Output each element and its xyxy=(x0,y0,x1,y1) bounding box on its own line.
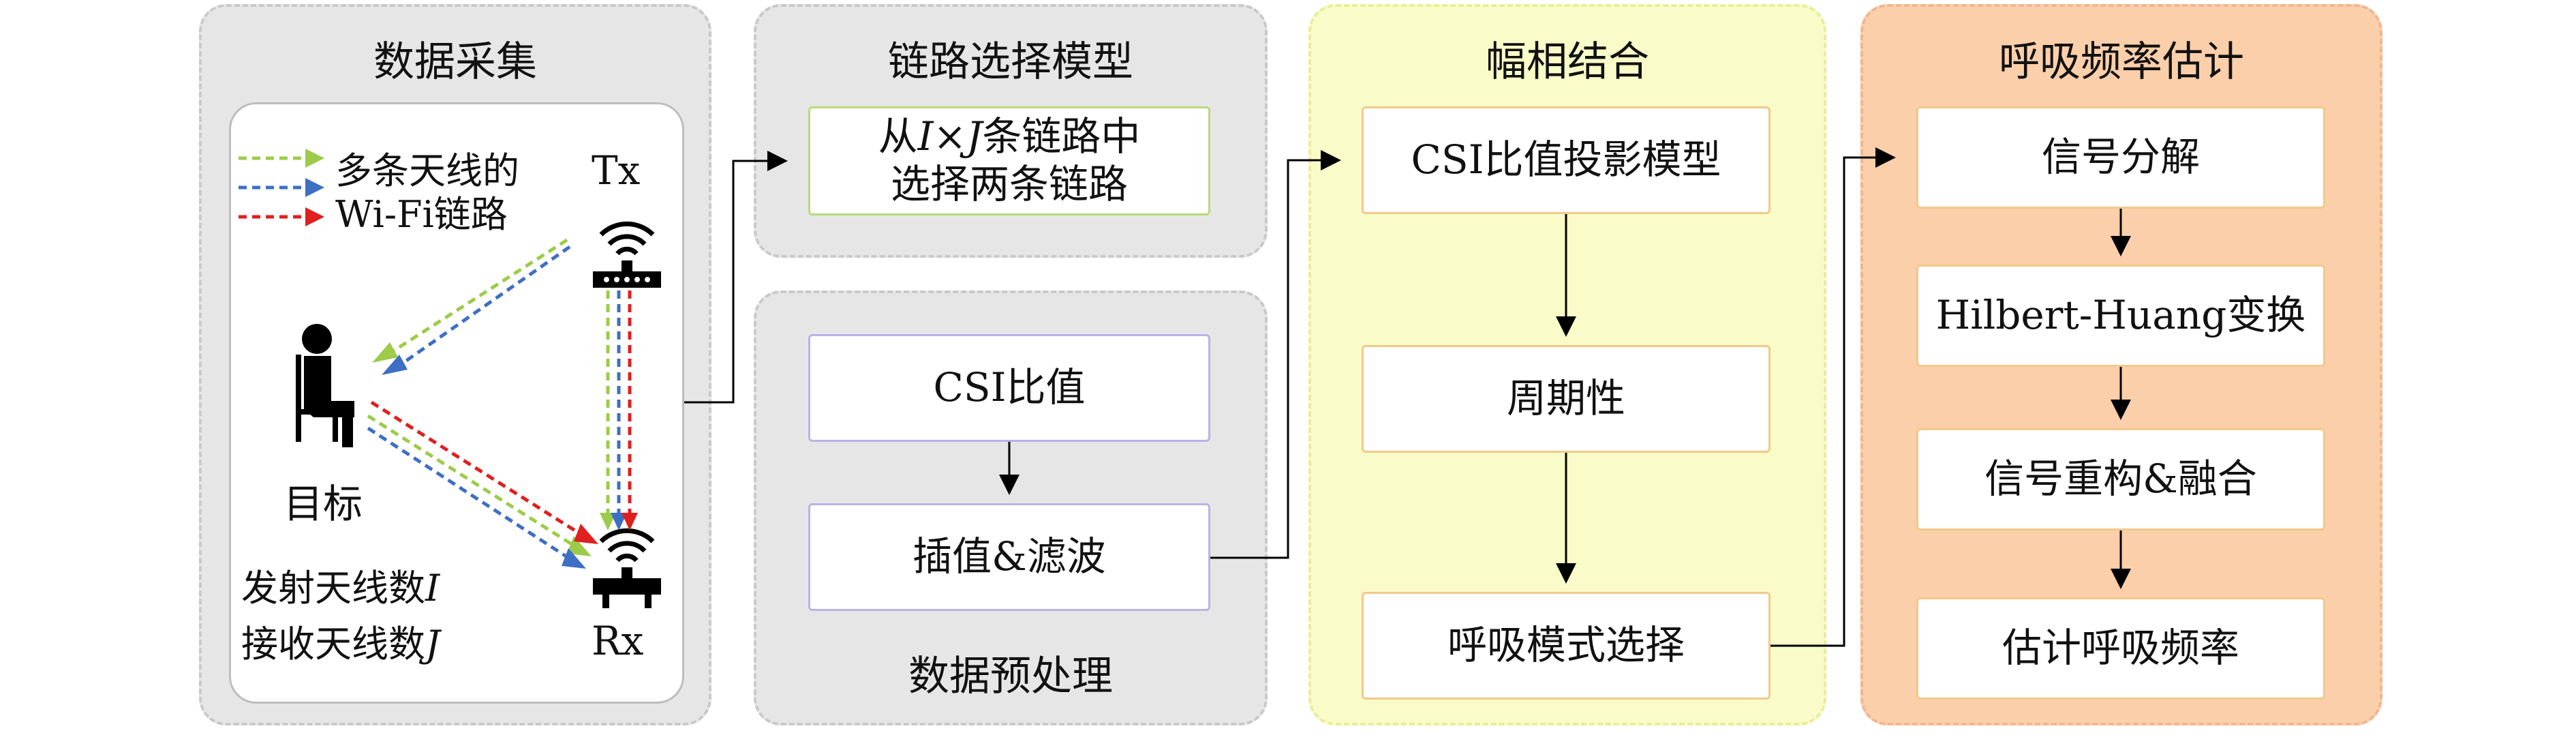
panel-title-link-selection: 链路选择模型 xyxy=(888,38,1133,86)
breath-mode-label: 呼吸模式选择 xyxy=(1447,622,1685,669)
link-box-times: × xyxy=(933,113,967,160)
link-box-rest: 条链路中 xyxy=(982,113,1141,160)
rx-label: Rx xyxy=(592,618,644,664)
panel-title-data-collection: 数据采集 xyxy=(373,38,537,86)
panel-title-preprocessing: 数据预处理 xyxy=(908,653,1113,700)
interp-filter-box: 插值&滤波 xyxy=(808,503,1210,611)
rx-antennas-count: 接收天线数J xyxy=(241,614,440,668)
csi-ratio-box: CSI比值 xyxy=(808,334,1210,442)
mode-to-decomp-arrow xyxy=(1770,147,1896,647)
periodicity-box: 周期性 xyxy=(1362,345,1770,453)
rx-antennas-var: J xyxy=(425,623,440,665)
hht-box: Hilbert-Huang变换 xyxy=(1916,265,2325,367)
tx-antennas-var: I xyxy=(425,567,440,610)
csi-ratio-label: CSI比值 xyxy=(933,364,1086,411)
periodicity-label: 周期性 xyxy=(1506,375,1625,422)
link-box-line2: 选择两条链路 xyxy=(890,161,1128,207)
hht-label: Hilbert-Huang变换 xyxy=(1935,292,2306,339)
estimate-rate-box: 估计呼吸频率 xyxy=(1916,597,2325,700)
tx-antennas-count: 发射天线数I xyxy=(241,558,440,612)
flow-connectors xyxy=(684,147,2131,647)
interp-filter-label: 插值&滤波 xyxy=(913,533,1106,580)
link-box-from: 从 xyxy=(878,113,918,160)
link-box-var-i: I xyxy=(917,113,934,160)
breath-mode-box: 呼吸模式选择 xyxy=(1362,592,1770,700)
reconstruct-fuse-box: 信号重构&融合 xyxy=(1916,428,2325,530)
rx-router-icon xyxy=(593,528,661,608)
csi-projection-box: CSI比值投影模型 xyxy=(1362,106,1770,214)
legend-line2: Wi-Fi链路 xyxy=(335,193,508,236)
target-label: 目标 xyxy=(283,481,363,527)
target-to-rx-links xyxy=(367,400,598,569)
collect-to-link-arrow xyxy=(684,151,788,404)
panel-title-amp-phase: 幅相结合 xyxy=(1486,38,1649,86)
estimate-rate-label: 估计呼吸频率 xyxy=(2002,625,2239,672)
link-selection-box: 从I×J条链路中 选择两条链路 xyxy=(808,106,1210,215)
tx-to-rx-links xyxy=(600,290,638,530)
tx-router-icon xyxy=(593,221,661,288)
panel-title-breath-rate: 呼吸频率估计 xyxy=(1999,38,2244,86)
reconstruct-fuse-label: 信号重构&融合 xyxy=(1984,455,2257,503)
signal-decomp-label: 信号分解 xyxy=(2041,134,2200,181)
signal-decomp-box: 信号分解 xyxy=(1916,106,2325,209)
tx-antennas-prefix: 发射天线数 xyxy=(241,567,425,610)
tx-to-target-links xyxy=(372,238,571,375)
seated-person-icon xyxy=(296,324,354,447)
link-box-var-j: J xyxy=(966,113,983,160)
csi-projection-label: CSI比值投影模型 xyxy=(1411,136,1721,183)
legend-line1: 多条天线的 xyxy=(335,149,519,192)
legend-arrows xyxy=(239,149,324,226)
rx-antennas-prefix: 接收天线数 xyxy=(241,623,425,665)
tx-label: Tx xyxy=(592,147,641,194)
interp-to-projection-arrow xyxy=(1210,150,1341,559)
